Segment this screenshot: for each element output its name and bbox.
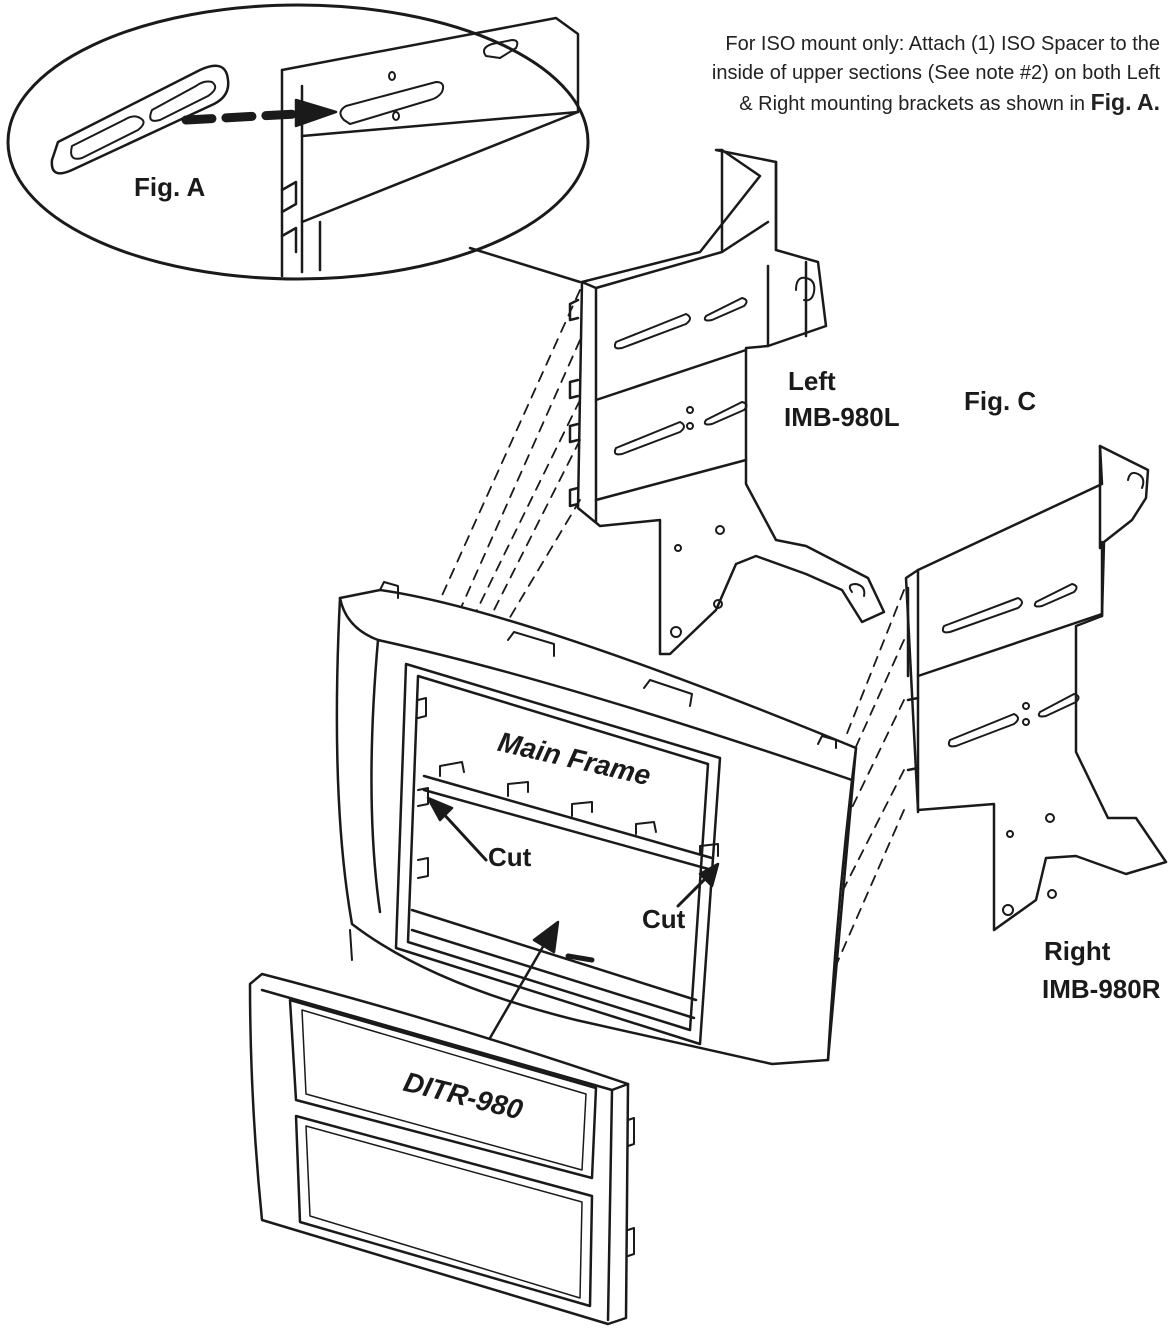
left-bracket [568,148,886,656]
alignment-lines [439,289,905,971]
instruction-line-3: & Right mounting brackets as shown in Fi… [560,88,1160,119]
insert-arrow [488,920,595,1040]
main-frame [335,581,858,1066]
fig-c-label: Fig. C [964,386,1037,416]
right-bracket-part: IMB-980R [1042,974,1161,1004]
fig-a-bracket [280,16,582,284]
right-bracket [904,444,1168,932]
instruction-line-3-text: & Right mounting brackets as shown in [739,93,1086,115]
cut-left-arrow-head [426,796,454,822]
insert-arrow-head [532,920,560,954]
cut-left-label: Cut [488,842,532,872]
instruction-fig-ref: Fig. A. [1090,89,1160,115]
fig-a-arrow-head [294,98,338,128]
iso-instruction: For ISO mount only: Attach (1) ISO Space… [560,30,1160,119]
left-bracket-part: IMB-980L [784,402,900,432]
cut-arrows [426,796,720,908]
iso-spacer [50,64,230,175]
right-bracket-title: Right [1044,936,1111,966]
cut-right-arrow-head [698,862,720,888]
instruction-line-1: For ISO mount only: Attach (1) ISO Space… [725,33,1160,55]
fig-a-label: Fig. A [134,172,206,202]
left-bracket-title: Left [788,366,836,396]
fig-a-oval [6,3,590,281]
trim-panel [248,972,635,1326]
fig-a-arrow-shaft [181,109,301,125]
instruction-line-2: inside of upper sections (See note #2) o… [711,62,1160,84]
cut-right-label: Cut [642,904,686,934]
fig-a-detail [6,3,590,284]
